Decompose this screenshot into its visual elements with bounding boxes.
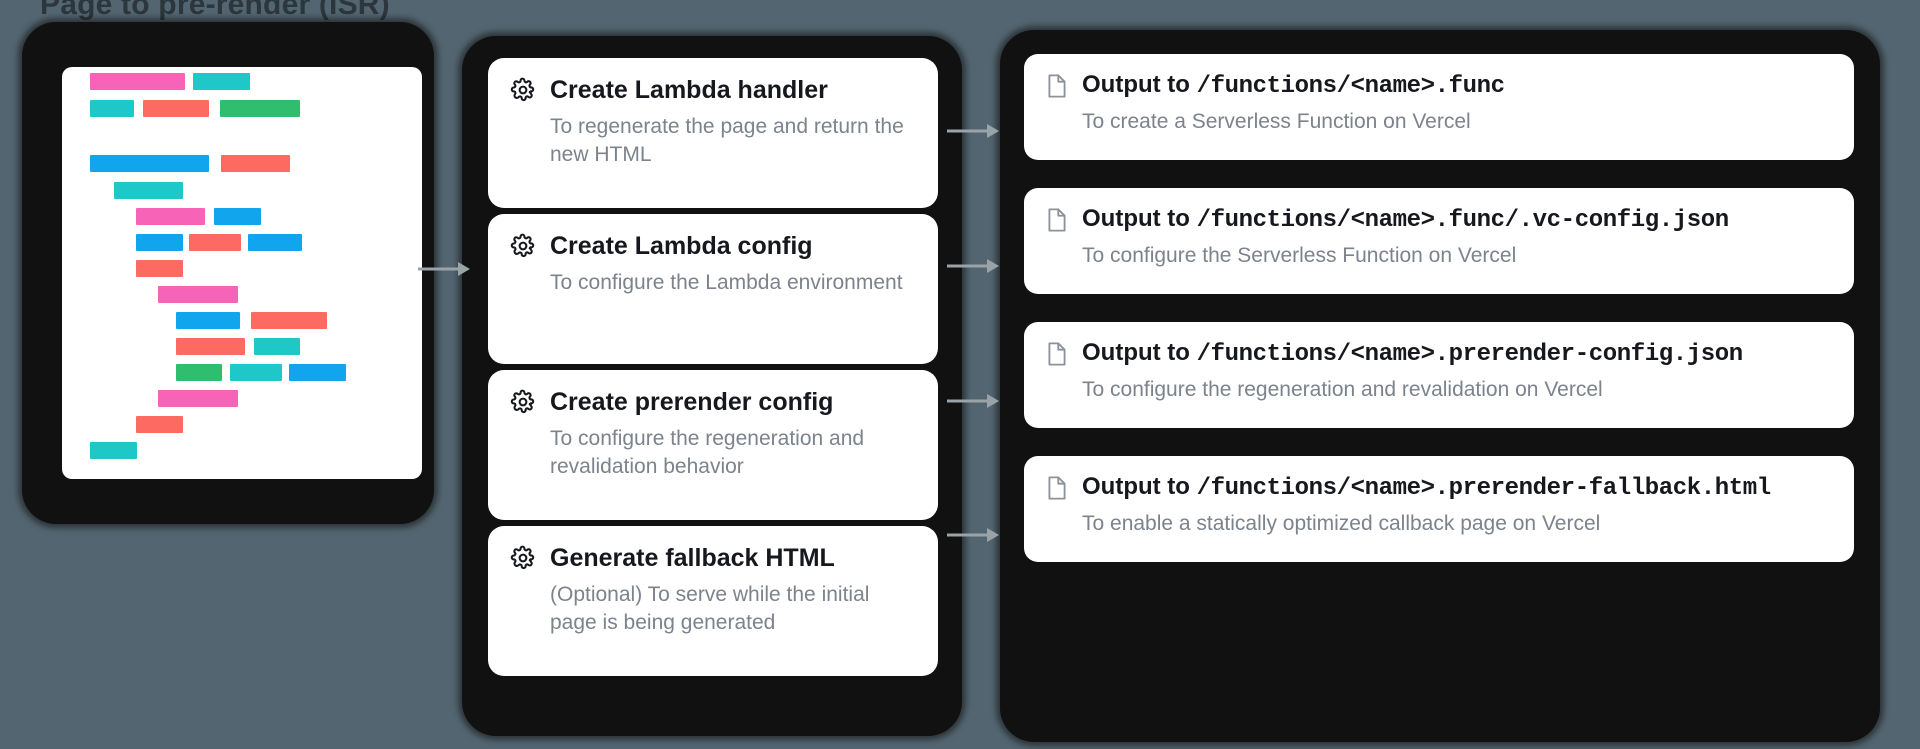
output-path: /functions/<name>.prerender-config.json	[1196, 341, 1743, 368]
code-bar	[214, 208, 261, 225]
file-icon	[1046, 475, 1068, 501]
page-title: Page to pre-render (ISR)	[40, 0, 390, 21]
arrow-page-to-tasks	[418, 258, 470, 280]
code-bar	[90, 100, 134, 117]
code-bar	[189, 234, 241, 251]
gear-icon	[510, 233, 536, 259]
gear-icon	[510, 389, 536, 415]
code-bar	[90, 155, 209, 172]
output-description: To enable a statically optimized callbac…	[1082, 511, 1601, 535]
code-bar	[176, 338, 245, 355]
arrow-task-1-to-out-1	[947, 120, 999, 142]
output-prefix: Output to	[1082, 473, 1197, 500]
output-description: To create a Serverless Function on Verce…	[1082, 109, 1471, 133]
code-bar	[158, 286, 238, 303]
code-bar	[230, 364, 282, 381]
code-bar	[289, 364, 346, 381]
output-header: Output to /functions/<name>.prerender-fa…	[1046, 473, 1834, 503]
arrow-task-3-to-out-3	[947, 390, 999, 412]
output-description: To configure the regeneration and revali…	[1082, 377, 1603, 401]
task-header: Create Lambda handler	[510, 76, 916, 105]
code-bar	[90, 442, 137, 459]
task-description: To regenerate the page and return the ne…	[550, 114, 904, 167]
output-prefix: Output to	[1082, 71, 1197, 98]
task-header: Generate fallback HTML	[510, 544, 916, 573]
code-bar	[158, 390, 238, 407]
output-title: Output to /functions/<name>.prerender-fa…	[1082, 473, 1771, 503]
task-description: To configure the regeneration and revali…	[550, 426, 865, 479]
output-path: /functions/<name>.func/.vc-config.json	[1196, 207, 1729, 234]
output-header: Output to /functions/<name>.func	[1046, 71, 1834, 101]
task-header: Create prerender config	[510, 388, 916, 417]
output-card-4[interactable]: Output to /functions/<name>.prerender-fa…	[1024, 456, 1854, 562]
output-path: /functions/<name>.func	[1196, 73, 1505, 100]
arrow-task-4-to-out-4	[947, 524, 999, 546]
task-card-2[interactable]: Create Lambda config To configure the Lam…	[488, 214, 938, 364]
code-bar	[248, 234, 302, 251]
output-card-2[interactable]: Output to /functions/<name>.func/.vc-con…	[1024, 188, 1854, 294]
task-title: Generate fallback HTML	[550, 544, 835, 572]
tasks-panel: Create Lambda handler To regenerate the p…	[462, 36, 962, 736]
task-description: To configure the Lambda environment	[550, 270, 903, 294]
code-bar	[136, 208, 205, 225]
task-card-4[interactable]: Generate fallback HTML (Optional) To serv…	[488, 526, 938, 676]
file-icon	[1046, 73, 1068, 99]
code-bar	[90, 73, 185, 90]
code-bar	[136, 260, 183, 277]
task-card-1[interactable]: Create Lambda handler To regenerate the p…	[488, 58, 938, 208]
code-bar	[114, 182, 183, 199]
output-description: To configure the Serverless Function on …	[1082, 243, 1517, 267]
task-title: Create prerender config	[550, 388, 834, 416]
arrow-task-2-to-out-2	[947, 255, 999, 277]
output-title: Output to /functions/<name>.func/.vc-con…	[1082, 205, 1729, 235]
code-bar	[220, 100, 300, 117]
gear-icon	[510, 77, 536, 103]
code-bar	[193, 73, 250, 90]
task-title: Create Lambda handler	[550, 76, 828, 104]
file-icon	[1046, 341, 1068, 367]
output-title: Output to /functions/<name>.prerender-co…	[1082, 339, 1743, 369]
code-bar	[143, 100, 209, 117]
output-title: Output to /functions/<name>.func	[1082, 71, 1505, 101]
code-bar	[251, 312, 327, 329]
code-bar	[176, 312, 240, 329]
output-prefix: Output to	[1082, 339, 1197, 366]
code-bar	[136, 234, 183, 251]
code-bar	[221, 155, 290, 172]
output-header: Output to /functions/<name>.prerender-co…	[1046, 339, 1834, 369]
task-description: (Optional) To serve while the initial pa…	[550, 582, 870, 635]
page-mockup-card	[62, 67, 422, 479]
file-icon	[1046, 207, 1068, 233]
gear-icon	[510, 545, 536, 571]
output-prefix: Output to	[1082, 205, 1197, 232]
task-header: Create Lambda config	[510, 232, 916, 261]
output-card-1[interactable]: Output to /functions/<name>.func To creat…	[1024, 54, 1854, 160]
code-bar	[254, 338, 300, 355]
output-card-3[interactable]: Output to /functions/<name>.prerender-co…	[1024, 322, 1854, 428]
outputs-panel: Output to /functions/<name>.func To creat…	[1000, 30, 1880, 742]
output-path: /functions/<name>.prerender-fallback.htm…	[1196, 475, 1772, 502]
code-bar	[176, 364, 222, 381]
task-card-3[interactable]: Create prerender config To configure the …	[488, 370, 938, 520]
page-preview-panel	[22, 22, 434, 524]
output-header: Output to /functions/<name>.func/.vc-con…	[1046, 205, 1834, 235]
task-title: Create Lambda config	[550, 232, 813, 260]
code-bar	[136, 416, 183, 433]
